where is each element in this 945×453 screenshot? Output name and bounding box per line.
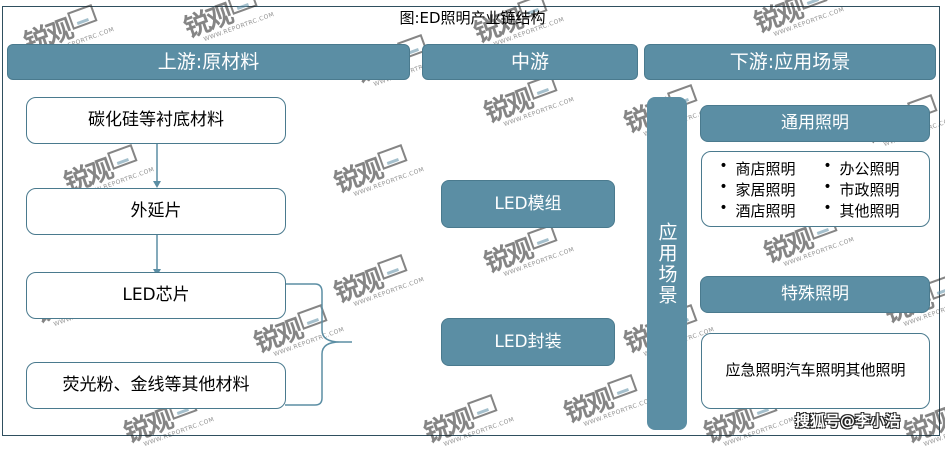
special-lighting-title: 特殊照明	[781, 284, 849, 304]
upstream-box-substrate: 碳化硅等衬底材料	[26, 97, 286, 144]
list-item: 办公照明	[839, 159, 900, 178]
midstream-box-led-package: LED封装	[441, 318, 615, 366]
header-downstream: 下游:应用场景	[644, 44, 936, 80]
figure-title: 图:ED照明产业链结构	[399, 9, 546, 27]
source-credit: 搜狐号@李小浩	[795, 412, 901, 430]
list-item: 酒店照明	[735, 201, 796, 220]
application-scenario-bar: 应用场景	[647, 97, 687, 430]
header-upstream: 上游:原材料	[7, 44, 410, 80]
upstream-box-label: 荧光粉、金线等其他材料	[62, 375, 250, 395]
list-item: 商店照明	[735, 159, 796, 178]
special-lighting-header: 特殊照明	[700, 276, 930, 313]
bullet-icon: •	[823, 178, 832, 195]
general-lighting-header: 通用照明	[700, 105, 930, 142]
bullet-icon: •	[719, 199, 728, 216]
upstream-box-label: 碳化硅等衬底材料	[88, 110, 224, 130]
brace-connector	[285, 283, 352, 406]
general-lighting-title: 通用照明	[781, 113, 849, 133]
arrow-head-1	[153, 181, 161, 188]
special-lighting-text: 应急照明汽车照明其他照明	[725, 361, 906, 379]
upstream-box-other-materials: 荧光粉、金线等其他材料	[26, 362, 286, 409]
bullet-icon: •	[719, 178, 728, 195]
list-item: 其他照明	[839, 201, 900, 220]
midstream-box-label: LED封装	[494, 332, 562, 352]
upstream-box-label: 外延片	[130, 201, 182, 221]
bullet-icon: •	[823, 199, 832, 216]
upstream-box-epitaxial: 外延片	[26, 188, 286, 235]
special-lighting-box: 应急照明汽车照明其他照明	[701, 333, 930, 409]
header-midstream: 中游	[422, 44, 638, 80]
upstream-box-label: LED芯片	[122, 285, 190, 305]
figure-frame	[2, 6, 940, 436]
general-lighting-list-box: • 商店照明 • 办公照明 • 家居照明 • 市政照明 • 酒店照明 • 其他照…	[701, 151, 930, 227]
bullet-icon: •	[719, 157, 728, 174]
upstream-box-led-chip: LED芯片	[26, 272, 286, 319]
list-item: 市政照明	[839, 180, 900, 199]
bullet-icon: •	[823, 157, 832, 174]
general-lighting-list: • 商店照明 • 办公照明 • 家居照明 • 市政照明 • 酒店照明 • 其他照…	[702, 152, 929, 226]
midstream-box-label: LED模组	[494, 194, 562, 214]
midstream-box-led-module: LED模组	[441, 180, 615, 228]
list-item: 家居照明	[735, 180, 796, 199]
application-scenario-label: 应用场景	[655, 221, 678, 306]
